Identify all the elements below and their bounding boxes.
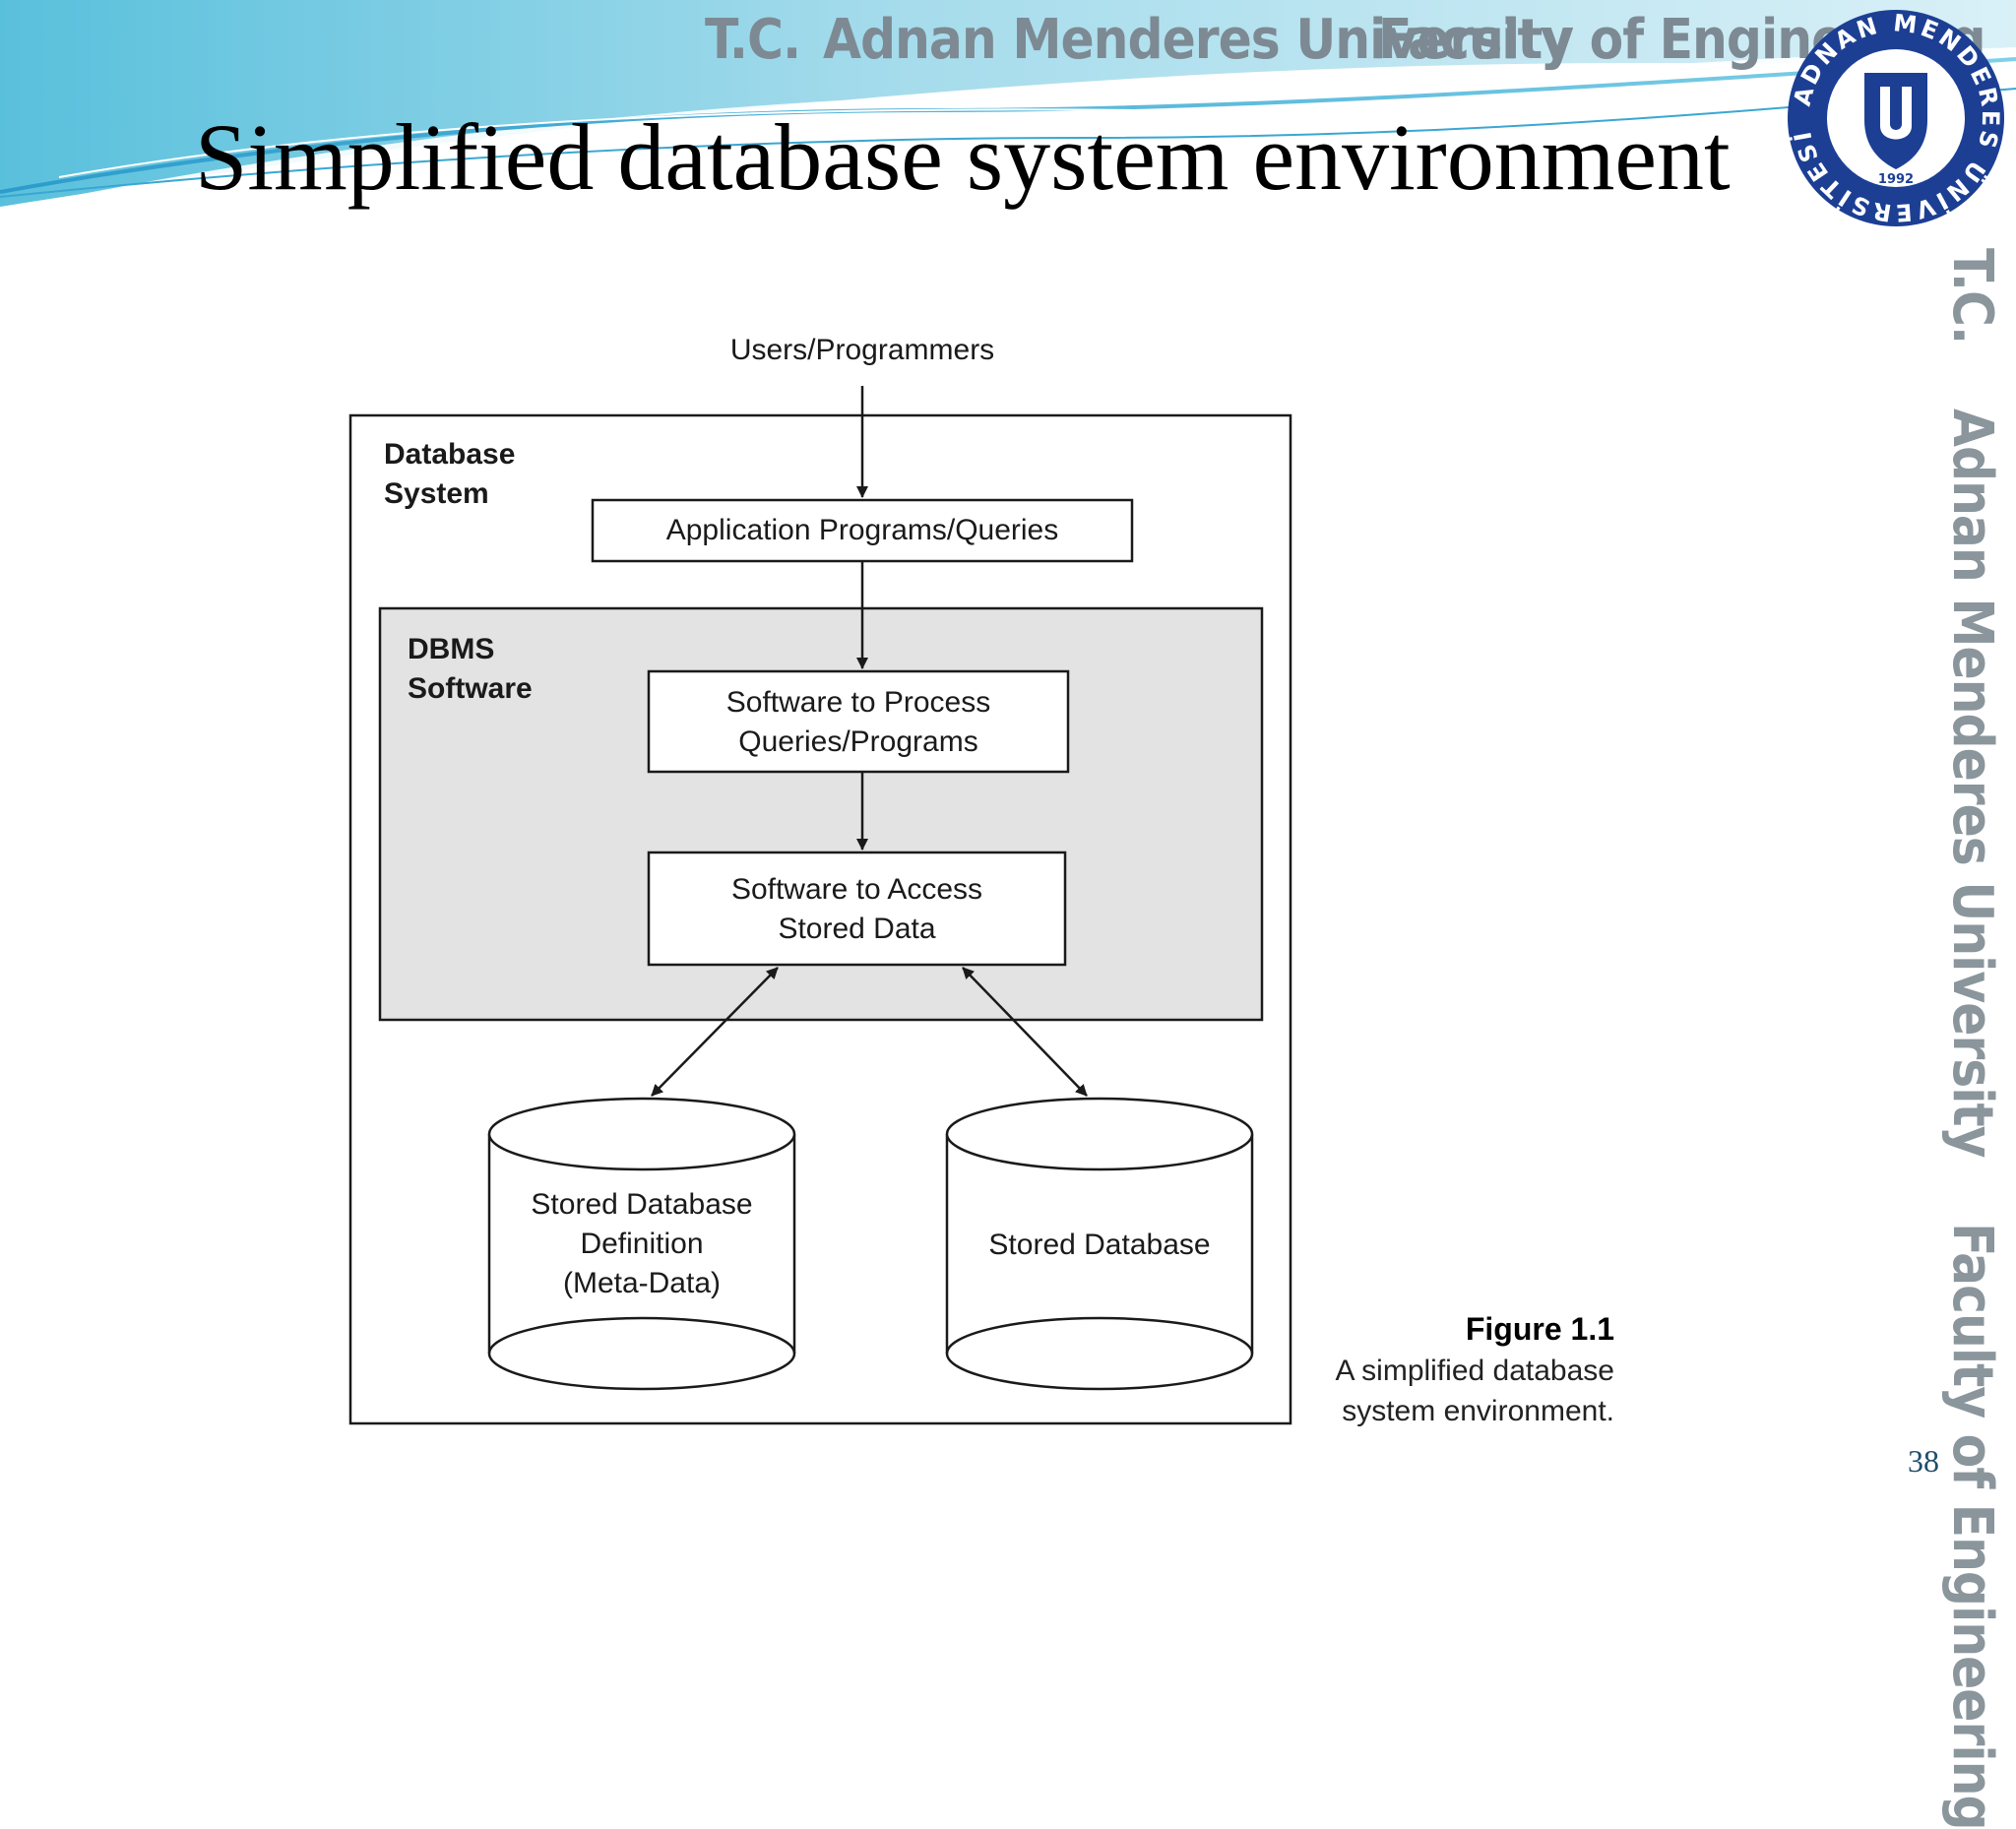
process-software-label-line: Software to Process — [725, 686, 991, 719]
process-software-label-line: Queries/Programs — [738, 725, 978, 758]
dbms-software-label-line: Software — [408, 672, 533, 705]
figure-caption-title: Figure 1.1 — [1465, 1311, 1614, 1347]
arrow-access-to-database — [962, 967, 1088, 1097]
access-software-label-line: Software to Access — [730, 873, 983, 906]
access-software-box — [647, 851, 1067, 967]
logo-u-mark — [1880, 87, 1912, 140]
users-programmers-label: Users/Programmers — [729, 334, 995, 366]
page-number: 38 — [1908, 1443, 1939, 1479]
figure-caption-line: system environment. — [1342, 1395, 1614, 1427]
slide-title: Simplified database system environment — [195, 104, 1731, 210]
database-system-label-line: Database — [384, 438, 516, 471]
dbms-software-label-line: DBMS — [408, 633, 495, 665]
dbms-software-label: DBMS Software — [408, 630, 624, 709]
university-logo: ADNAN MENDERES ÜNİVERSİTESİ 1992 — [1788, 9, 2004, 226]
figure-caption-text: A simplified database system environment… — [1280, 1351, 1614, 1431]
banner-background — [0, 0, 2016, 207]
figure-caption-line: A simplified database — [1335, 1355, 1614, 1387]
access-software-label-line: Stored Data — [778, 913, 936, 945]
database-system-label-line: System — [384, 477, 489, 510]
stored-definition-label-line: (Meta-Data) — [562, 1267, 722, 1299]
header-tc: T.C. — [705, 8, 801, 72]
stored-database-cylinder — [945, 1097, 1254, 1391]
process-software-box — [647, 669, 1070, 774]
stored-database-label: Stored Database — [988, 1229, 1211, 1261]
access-software-label: Software to Access Stored Data — [649, 870, 1065, 949]
header-university: Adnan Menderes University — [823, 8, 1572, 72]
stored-definition-label-line: Stored Database — [531, 1188, 753, 1221]
database-system-diagram — [348, 386, 1292, 1425]
app-programs-box — [591, 498, 1134, 563]
arrow-access-to-definition — [651, 967, 779, 1097]
app-programs-label: Application Programs/Queries — [665, 514, 1059, 546]
stored-definition-label-line: Definition — [580, 1228, 704, 1260]
header-banner — [0, 0, 2016, 226]
logo-year: 1992 — [1878, 172, 1914, 187]
side-banner-tc: T.C. — [1940, 248, 2004, 345]
side-banner-university: Adnan Menderes University — [1940, 409, 2004, 1158]
process-software-label: Software to Process Queries/Programs — [649, 683, 1068, 762]
banner-wave-line-2 — [58, 76, 2016, 178]
stored-definition-label: Stored Database Definition (Meta-Data) — [489, 1185, 794, 1303]
database-system-label: Database System — [384, 435, 640, 514]
banner-wave-line — [0, 88, 2016, 198]
stored-definition-cylinder — [487, 1097, 796, 1391]
